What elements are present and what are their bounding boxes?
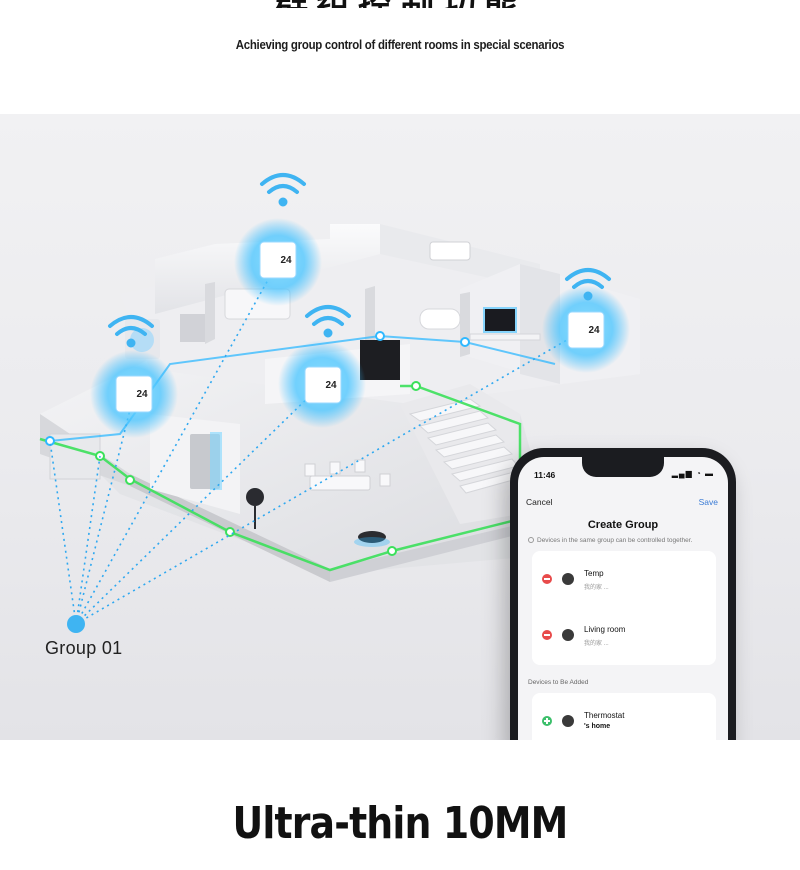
remove-device-icon[interactable] (542, 574, 552, 584)
wifi-icon (565, 268, 611, 301)
add-device-icon[interactable] (542, 716, 552, 726)
wifi-icon (108, 315, 154, 348)
floor-outline (39, 384, 522, 572)
device-name: Thermostat (584, 711, 625, 720)
group-device-list: Temp 我的家 ... Living room 我的家 ... (532, 551, 716, 665)
svg-text:24: 24 (588, 325, 600, 336)
remove-device-icon[interactable] (542, 630, 552, 640)
wardrobe-rack (180, 314, 205, 342)
info-icon (528, 537, 534, 543)
screen-title: Create Group (587, 519, 659, 531)
partition-wall-1 (205, 282, 215, 344)
thermostat-living: 24 (278, 340, 366, 428)
status-icons: ▂▄▆ ◔ ▬ (671, 469, 714, 478)
status-time: 11:46 (534, 470, 556, 480)
dining-set (304, 459, 391, 491)
device-name: Temp (584, 569, 604, 578)
svg-text:24: 24 (280, 255, 292, 266)
info-text: Devices in the same group can be control… (528, 537, 692, 544)
wifi-icon (305, 305, 351, 338)
group-label: Group 01 (45, 638, 123, 658)
device-icon (562, 629, 574, 641)
desk (469, 333, 541, 341)
partition-wall-2 (365, 286, 375, 347)
svg-text:24: 24 (325, 380, 337, 391)
desk-monitor (485, 309, 515, 331)
partition-wall-3 (460, 292, 470, 357)
list-item: Temp 我的家 ... (532, 561, 716, 601)
wifi-icon (260, 173, 306, 207)
section-label: Devices to Be Added (528, 679, 589, 686)
thermostat-office: 24 (542, 285, 630, 373)
info-label: Devices in the same group can be control… (537, 537, 693, 544)
bathtub (419, 308, 461, 330)
cabinets (49, 433, 101, 480)
save-button[interactable]: Save (698, 497, 718, 507)
device-location: 's home (584, 723, 611, 730)
desk-monitor-glow (483, 307, 517, 333)
list-item: Thermostat 's home (532, 703, 716, 740)
device-icon (562, 715, 574, 727)
phone-notch (582, 457, 664, 477)
page-subtitle: Achieving group control of different roo… (235, 37, 565, 52)
device-name: Living room (584, 625, 626, 634)
page-title: 群组控制功能 (0, 0, 800, 8)
group-node (67, 615, 85, 633)
fan (246, 488, 264, 506)
device-icon (562, 573, 574, 585)
thermostat-laundry: 24 (90, 350, 178, 438)
lower-front-wall (330, 524, 520, 582)
smart-home-illustration: 24 24 24 24 Group 01 (0, 114, 800, 740)
cancel-button[interactable]: Cancel (526, 497, 553, 507)
house-scene: 24 24 24 24 (39, 173, 640, 633)
section-heading: Ultra-thin 10MM (232, 798, 569, 849)
upper-outline (49, 334, 556, 442)
air-conditioner (429, 241, 471, 261)
available-device-list: Thermostat 's home (532, 693, 716, 740)
list-item: Living room 我的家 ... (532, 617, 716, 657)
device-location: 我的家 ... (584, 585, 609, 591)
tv-screen (360, 340, 400, 380)
refrigerator-glow (210, 432, 222, 490)
thermostat-bedroom: 24 (234, 218, 322, 306)
robot-vacuum (358, 531, 386, 543)
group-connection-lines (49, 261, 587, 625)
svg-text:24: 24 (136, 389, 148, 400)
phone-mockup: 11:46 ▂▄▆ ◔ ▬ Cancel Save Create Group D… (510, 448, 736, 740)
phone-screen: 11:46 ▂▄▆ ◔ ▬ Cancel Save Create Group D… (518, 457, 728, 740)
device-location: 我的家 ... (584, 641, 609, 647)
